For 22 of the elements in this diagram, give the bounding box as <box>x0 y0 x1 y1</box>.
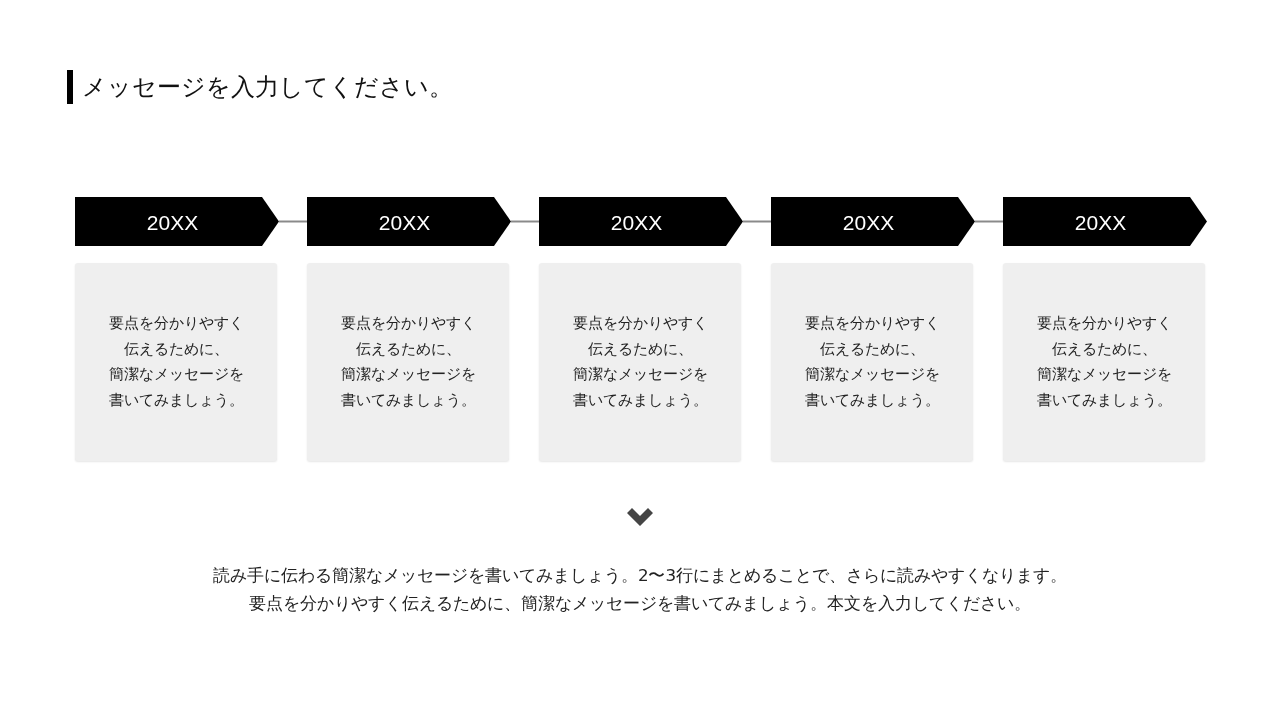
year-label: 20XX <box>378 211 431 232</box>
arrow-banner <box>539 197 743 246</box>
year-label: 20XX <box>842 211 895 232</box>
slide-title: メッセージを入力してください。 <box>82 72 453 103</box>
connector-line <box>510 220 540 223</box>
connector-line <box>278 220 308 223</box>
card-text: 要点を分かりやすく伝えるために、簡潔なメッセージを書いてみましょう。 <box>107 314 245 410</box>
card-text: 要点を分かりやすく伝えるために、簡潔なメッセージを書いてみましょう。 <box>571 314 709 410</box>
arrow-banner <box>307 197 511 246</box>
arrow-banner <box>75 197 279 246</box>
year-label: 20XX <box>146 211 199 232</box>
body-text: 読み手に伝わる簡潔なメッセージを書いてみましょう。2〜3行にまとめることで、さらに読みやすくなります。 <box>212 564 1068 586</box>
connector-line <box>742 220 772 223</box>
year-label: 20XX <box>610 211 663 232</box>
card-text: 要点を分かりやすく伝えるために、簡潔なメッセージを書いてみましょう。 <box>339 314 477 410</box>
connector-line <box>974 220 1004 223</box>
year-label: 20XX <box>1074 211 1127 232</box>
arrow-banner <box>771 197 975 246</box>
arrow-banner <box>1003 197 1207 246</box>
card-text: 要点を分かりやすく伝えるために、簡潔なメッセージを書いてみましょう。 <box>1035 314 1173 410</box>
card-text: 要点を分かりやすく伝えるために、簡潔なメッセージを書いてみましょう。 <box>803 314 941 410</box>
body-text: 要点を分かりやすく伝えるために、簡潔なメッセージを書いてみましょう。本文を入力してください。 <box>249 592 1031 614</box>
